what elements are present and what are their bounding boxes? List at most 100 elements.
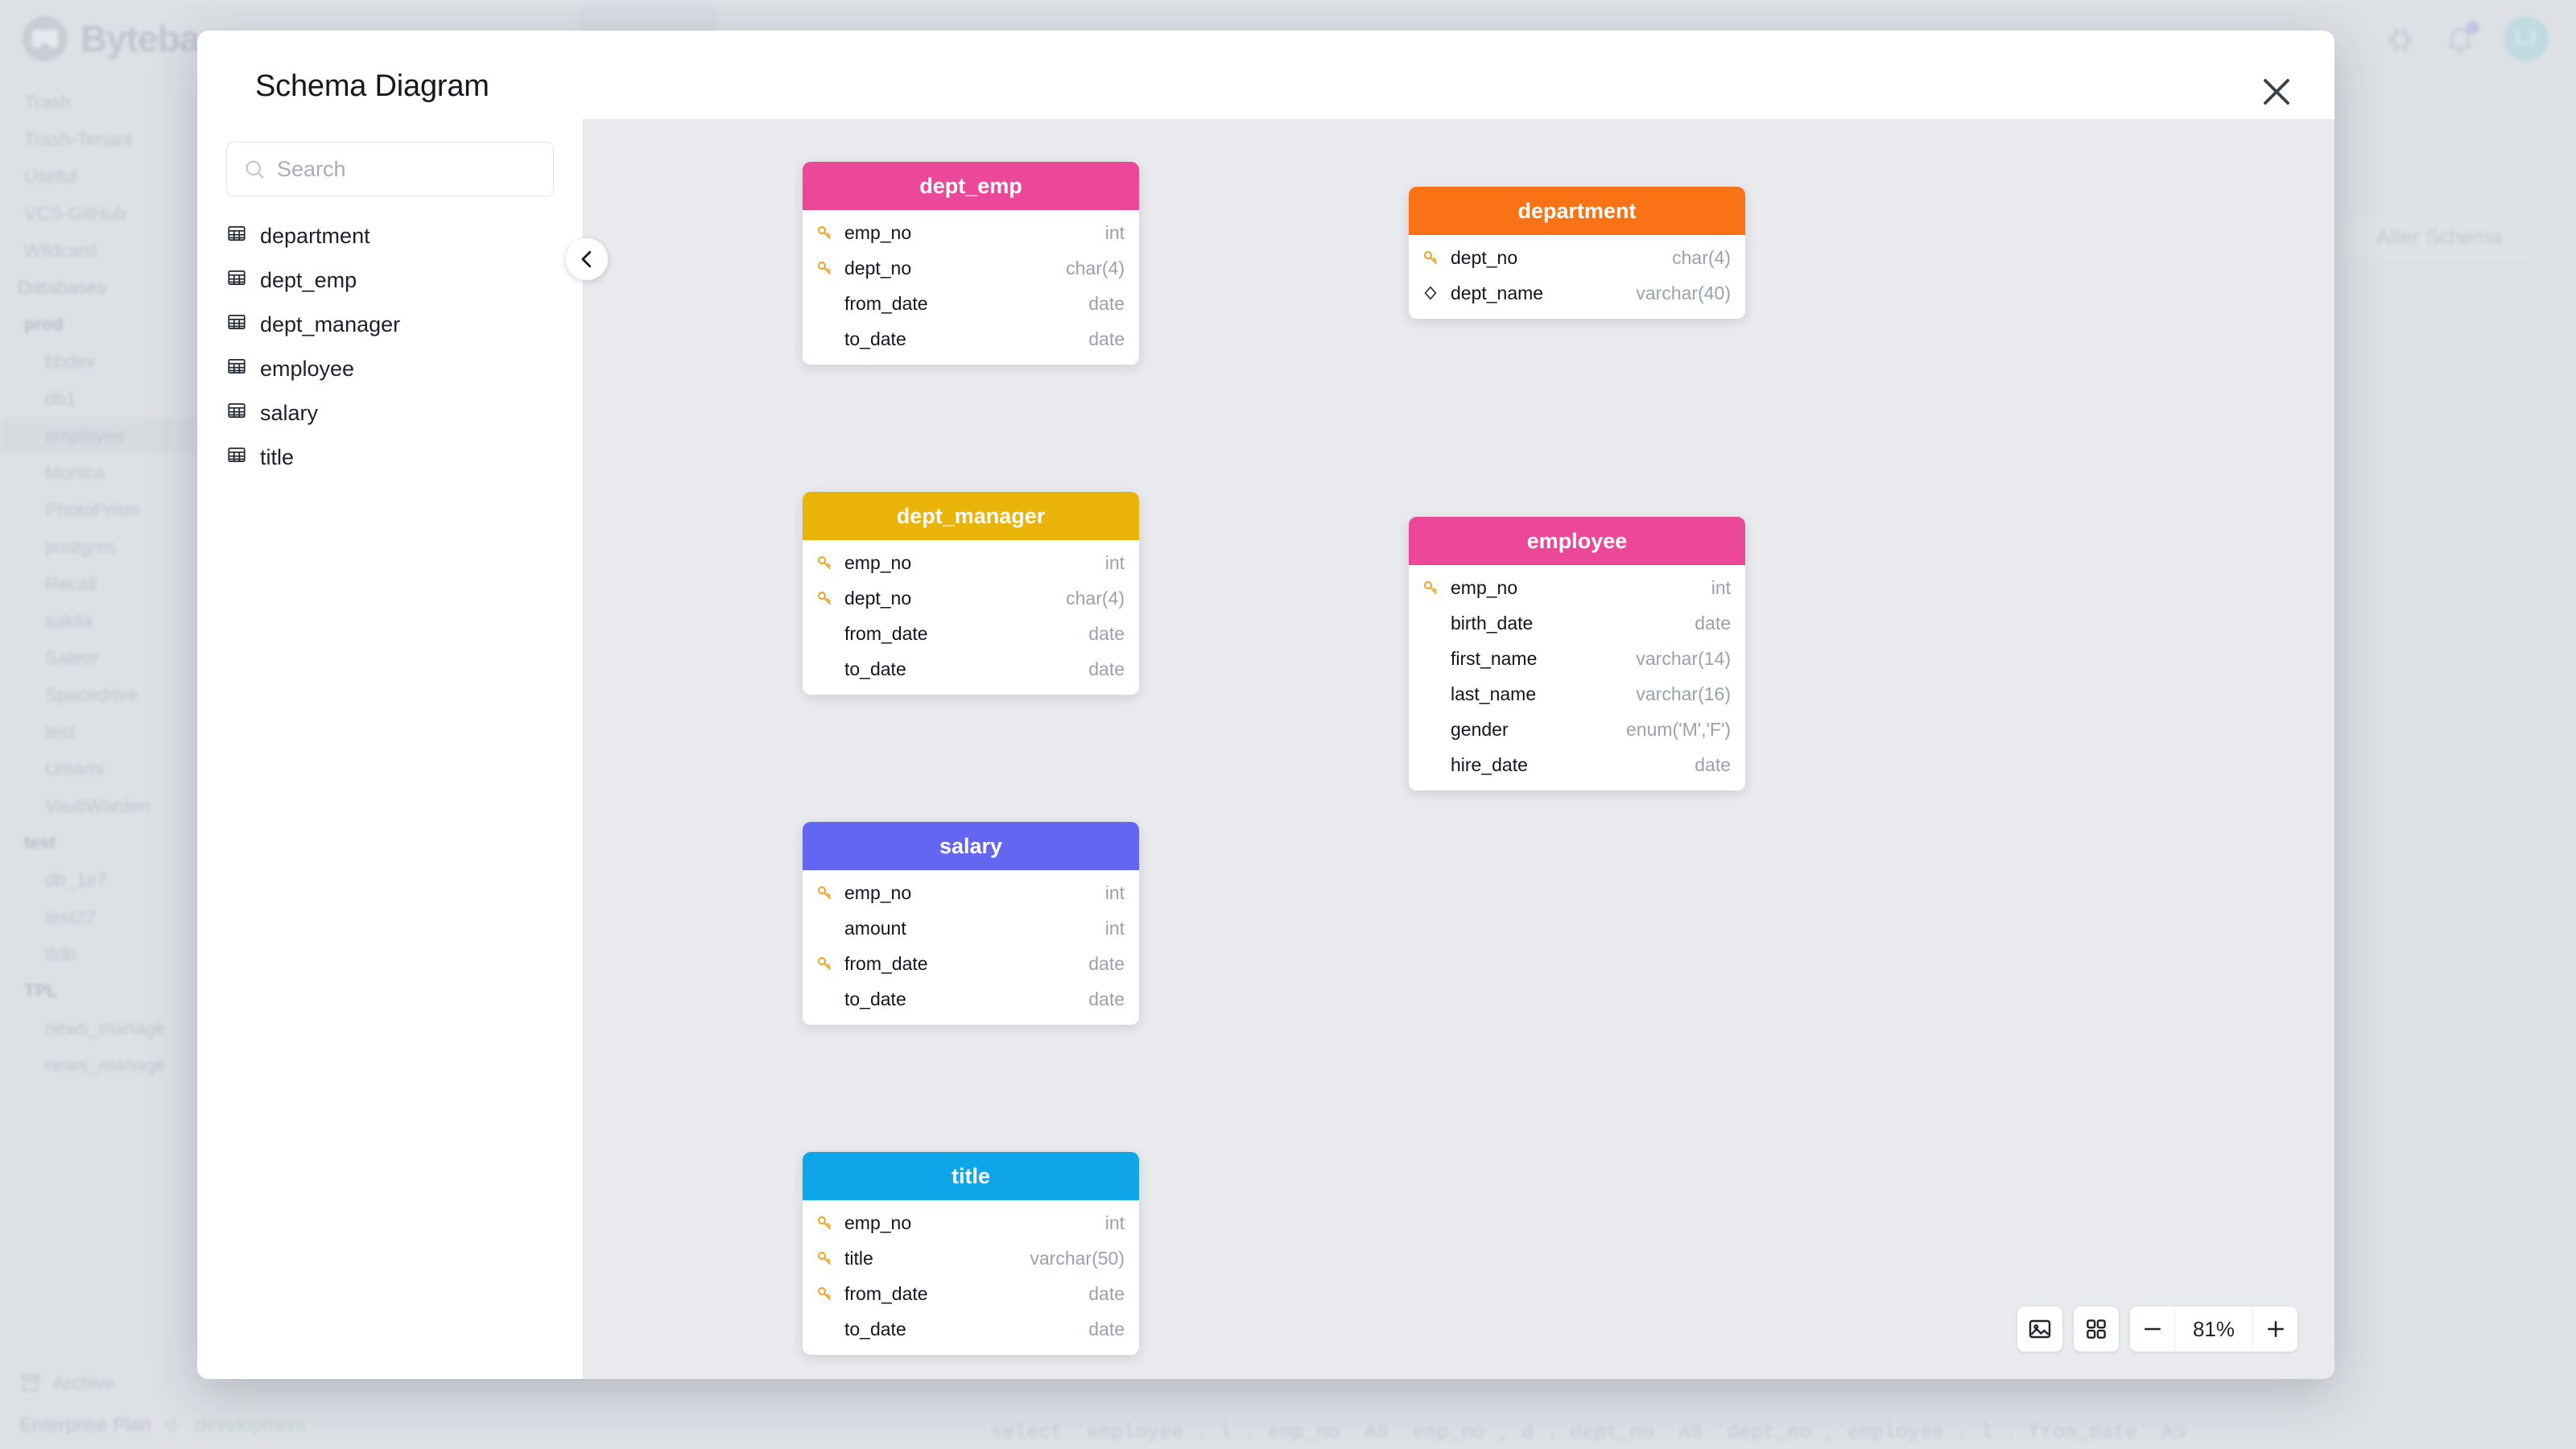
primary-key-icon (818, 556, 831, 569)
sidebar-item-umami[interactable]: Umami (45, 758, 104, 779)
table-list-item-label: employee (260, 357, 355, 381)
primary-key-icon (818, 957, 831, 970)
sidebar-item-recall[interactable]: Recall (45, 573, 97, 594)
export-image-button[interactable] (2017, 1307, 2062, 1352)
topbar-actions: LJ (2384, 16, 2576, 61)
sidebar-item-prod[interactable]: prod (24, 314, 64, 334)
bug-icon[interactable] (2384, 23, 2417, 55)
collapse-panel-button[interactable] (566, 238, 608, 280)
sidebar-item-useful[interactable]: Useful (24, 166, 77, 187)
sidebar-item-saleor[interactable]: Saleor (45, 647, 99, 668)
sidebar-item-bbdev[interactable]: bbdev (45, 351, 96, 372)
sidebar-item-news-manage[interactable]: news_manage (45, 1018, 166, 1038)
list-item[interactable]: salary (197, 391, 583, 436)
list-item[interactable]: dept_manager (197, 303, 583, 347)
sidebar-item-ttdb[interactable]: ttdb (45, 943, 76, 964)
sidebar-item-archive[interactable]: Archive (0, 1363, 204, 1402)
column-diamond-icon (1424, 286, 1437, 300)
auto-layout-button[interactable] (2074, 1307, 2119, 1352)
schema-diagram-modal: Schema Diagram department dept_emp dept_ma… (197, 31, 2334, 1379)
search-box[interactable] (226, 142, 554, 196)
table-list-item-label: dept_emp (260, 268, 357, 292)
search-icon (246, 160, 264, 179)
sidebar-item-spacedrive[interactable]: Spacedrive (45, 684, 138, 705)
sidebar-item-test[interactable]: test (24, 832, 56, 852)
column-name: birth_date (1451, 613, 1534, 634)
column-type: date (1088, 1283, 1125, 1304)
list-item[interactable]: department (197, 214, 583, 258)
sidebar-item-db-1e7[interactable]: db_1e7 (45, 869, 107, 890)
sidebar-item-monica[interactable]: Monica (45, 462, 105, 483)
close-icon[interactable] (2257, 72, 2296, 111)
canvas-toolbar: 81% (2017, 1307, 2297, 1352)
chevron-left-icon (581, 250, 592, 268)
avatar[interactable]: LJ (2504, 16, 2549, 61)
table-list-item-label: department (260, 224, 370, 248)
list-item[interactable]: title (197, 436, 583, 480)
column-type: date (1088, 658, 1125, 679)
alter-schema-button[interactable]: Alter Schema (2346, 213, 2532, 261)
list-item[interactable]: employee (197, 347, 583, 391)
sidebar-item-tpl[interactable]: TPL (24, 980, 58, 1001)
sidebar-item-news-manage[interactable]: news_manage (45, 1055, 166, 1075)
table-list-item-label: dept_manager (260, 312, 401, 336)
column-icon (1422, 248, 1443, 267)
sidebar-item-test22[interactable]: test22 (45, 906, 96, 927)
bell-icon[interactable] (2444, 21, 2479, 55)
column-type: int (1104, 918, 1125, 939)
sidebar-item-postgres[interactable]: postgres (45, 536, 117, 557)
list-item[interactable]: dept_emp (197, 258, 583, 303)
sidebar-item-db1[interactable]: db1 (45, 388, 76, 409)
sidebar-item-vaultwarden[interactable]: VaultWarden (45, 795, 151, 816)
table-node-title: dept_manager (803, 492, 1139, 540)
table-node-title: dept_emp (803, 162, 1139, 210)
sidebar-item-sakila[interactable]: sakila (45, 610, 93, 631)
sidebar-item-wildcard[interactable]: Wildcard (24, 240, 97, 261)
sidebar-item-employee[interactable]: employee (0, 417, 204, 454)
table-list-item-label: salary (260, 401, 319, 425)
modal-header: Schema Diagram (197, 31, 2334, 119)
primary-key-icon (818, 226, 831, 239)
sidebar-item-trash[interactable]: Trash (24, 92, 71, 113)
zoom-out-button[interactable] (2130, 1307, 2175, 1352)
column-name: dept_no (844, 588, 912, 609)
search-input[interactable] (277, 156, 537, 182)
sidebar-item-test[interactable]: test (45, 721, 76, 742)
sidebar-item-trash-tenant[interactable]: Trash-Tenant (24, 129, 133, 150)
sidebar-item-vcs-github[interactable]: VCS-GitHub (24, 203, 126, 224)
zoom-in-button[interactable] (2252, 1307, 2297, 1352)
sidebar-item-photoprism[interactable]: PhotoPrism (45, 499, 141, 520)
